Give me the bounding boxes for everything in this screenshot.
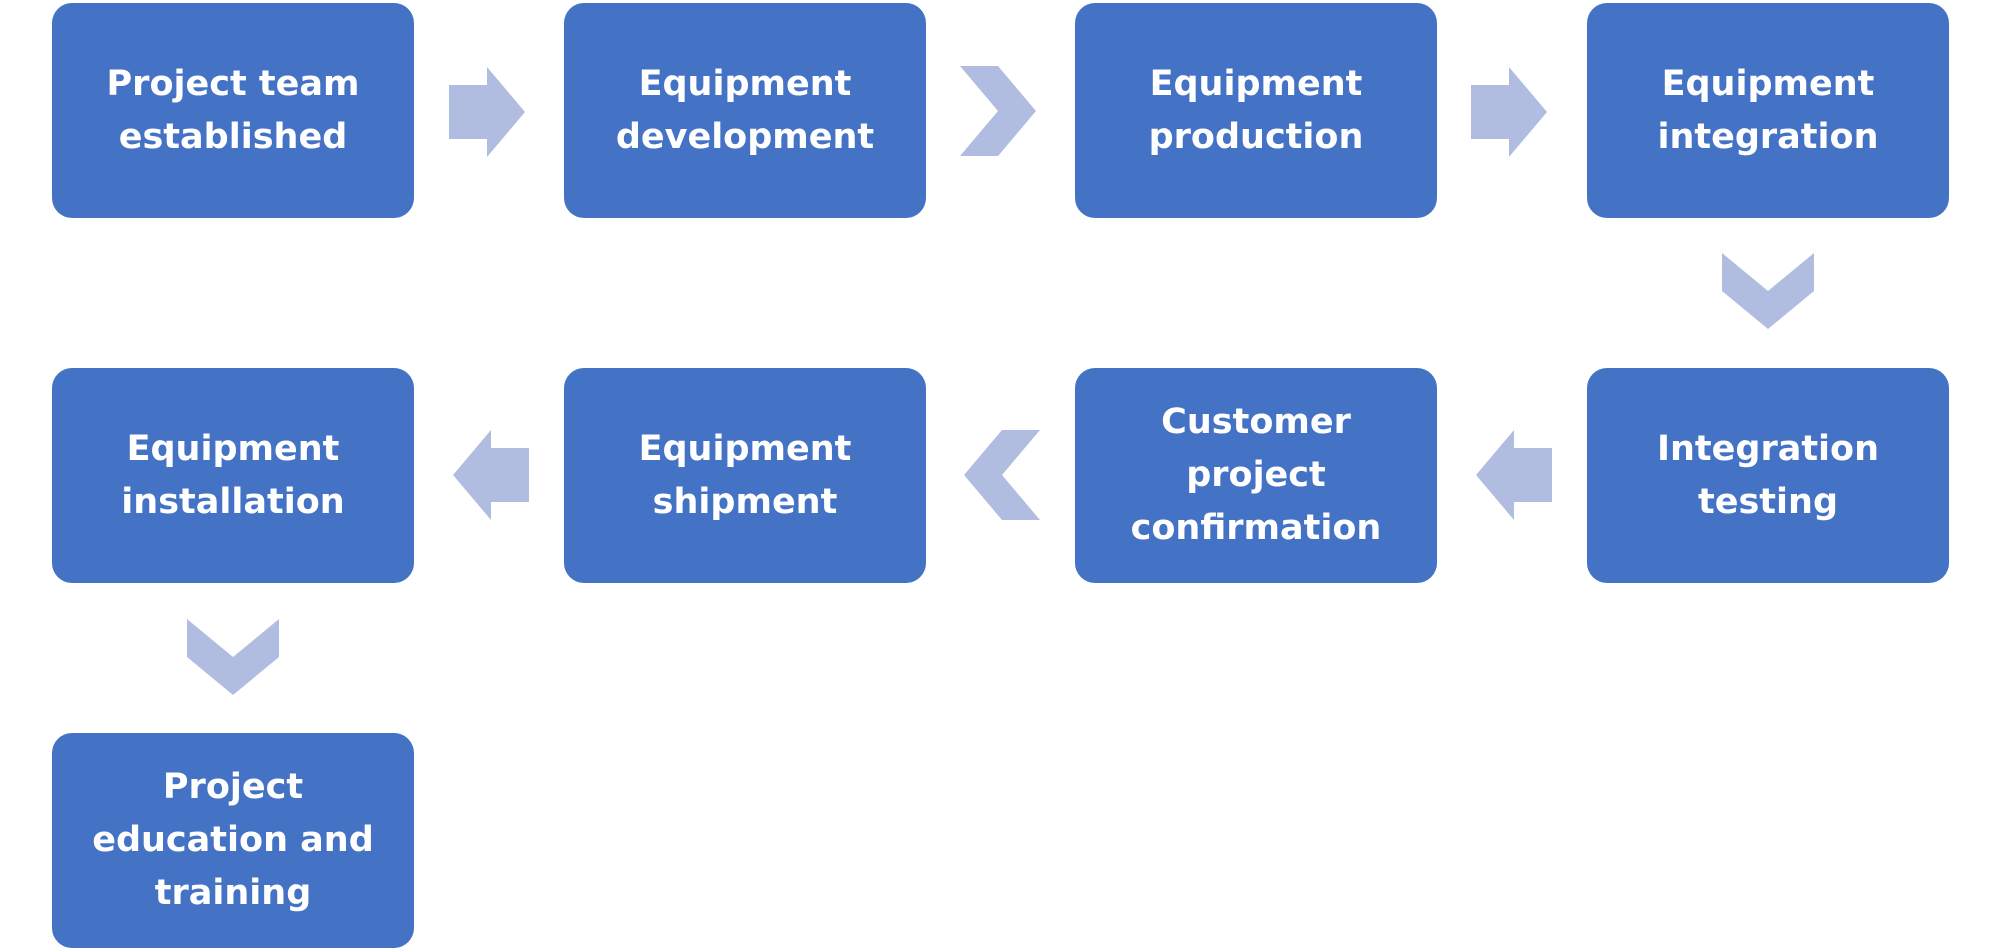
- step-label: Customer project confirmation: [1130, 402, 1382, 548]
- step-box-customer-project-confirmation: Customer project confirmation: [1075, 368, 1437, 583]
- step-box-integration-testing: Integration testing: [1587, 368, 1949, 583]
- step-box-project-team-established: Project team established: [52, 3, 414, 218]
- left-chevron-icon: [964, 430, 1040, 520]
- left-block-arrow-icon: [453, 430, 529, 520]
- step-label: Equipment shipment: [638, 428, 852, 522]
- right-chevron-icon: [960, 66, 1036, 156]
- down-chevron-icon: [1722, 253, 1814, 329]
- step-label: Equipment production: [1148, 63, 1364, 157]
- down-chevron-icon: [187, 619, 279, 695]
- step-label: Integration testing: [1656, 428, 1880, 522]
- step-label: Equipment integration: [1657, 63, 1879, 157]
- step-label: Project team established: [106, 63, 360, 157]
- left-block-arrow-icon: [1476, 430, 1552, 520]
- step-box-equipment-production: Equipment production: [1075, 3, 1437, 218]
- step-box-equipment-shipment: Equipment shipment: [564, 368, 926, 583]
- step-label: Equipment installation: [121, 428, 345, 522]
- step-box-equipment-development: Equipment development: [564, 3, 926, 218]
- step-box-project-education-and-training: Project education and training: [52, 733, 414, 948]
- right-block-arrow-icon: [1471, 67, 1547, 157]
- right-block-arrow-icon: [449, 67, 525, 157]
- step-box-equipment-installation: Equipment installation: [52, 368, 414, 583]
- step-label: Project education and training: [92, 767, 374, 913]
- step-box-equipment-integration: Equipment integration: [1587, 3, 1949, 218]
- step-label: Equipment development: [615, 63, 875, 157]
